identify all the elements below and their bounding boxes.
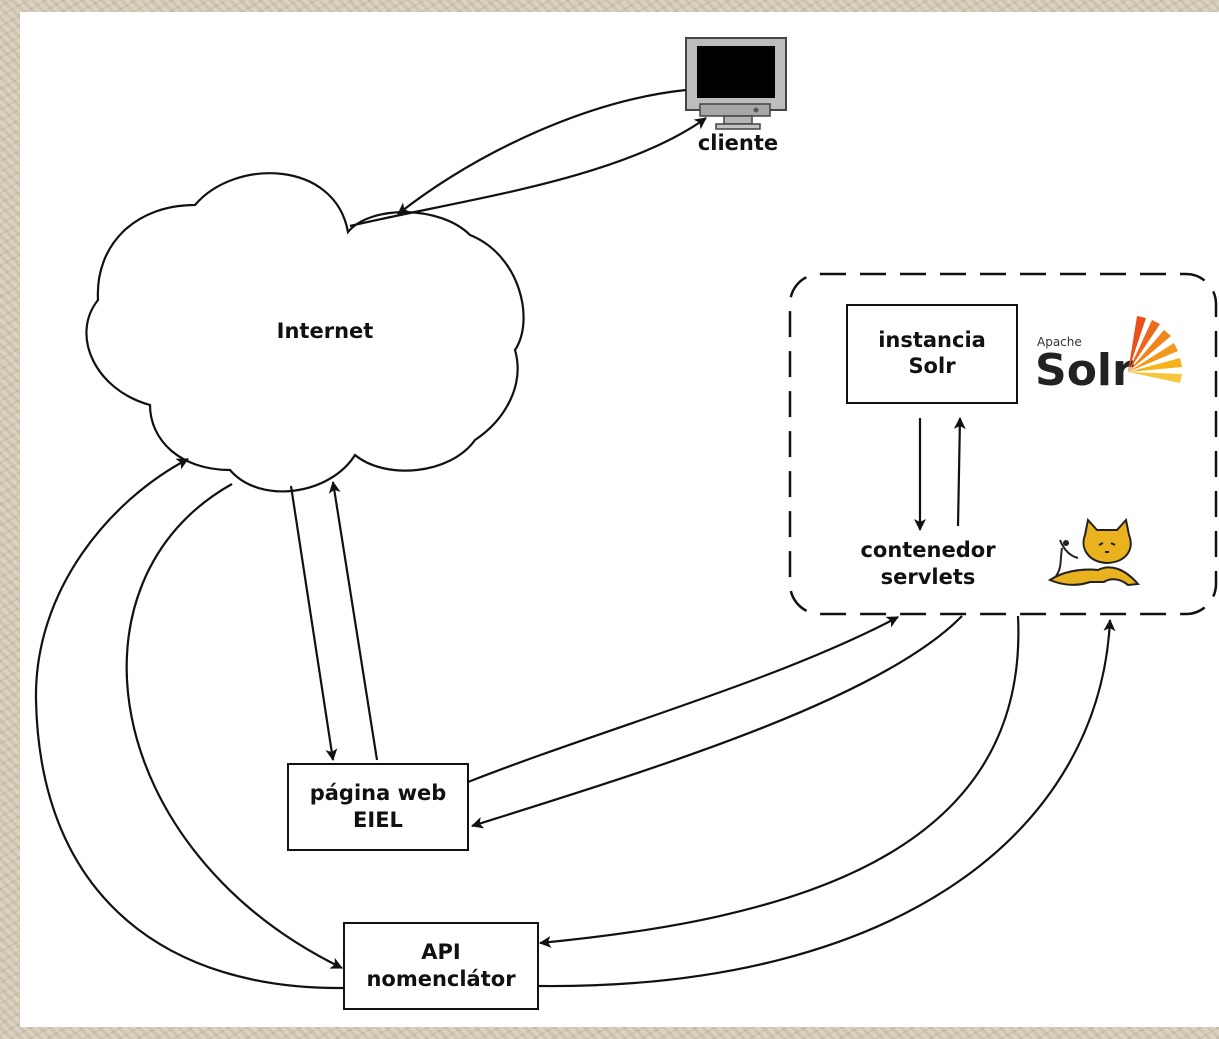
solr-server-group [788,272,1218,616]
arrow-api-to-servlets [537,619,1116,988]
arrow-servlets-to-solr [953,417,966,527]
solr-instance-label-line1: instancia [878,328,986,352]
solr-instance-label-line2: Solr [908,354,956,378]
solr-logo: Apache Solr [1035,316,1182,396]
web-page-box [287,763,469,851]
internet-cloud [85,172,525,493]
tomcat-cat-icon [1047,517,1141,587]
solr-sunburst-icon [1128,316,1182,383]
arrow-internet-to-api [125,483,343,969]
arrow-api-to-internet [34,458,345,990]
arrow-web-page-to-servlets [467,616,899,784]
solr-logo-apache-text: Apache [1037,335,1082,349]
api-label-line1: API [421,940,460,964]
arrow-internet-to-web-page [289,485,338,761]
api-box [343,922,539,1010]
arrow-internet-to-client [349,117,707,228]
client-label: cliente [698,131,778,155]
api-label-line2: nomenclátor [366,967,516,991]
arrow-web-page-to-internet [328,481,379,761]
web-page-label-line2: EIEL [353,808,403,832]
servlet-container-label-line2: servlets [881,565,976,589]
solr-logo-text: Solr [1035,345,1134,396]
arrow-client-to-internet [397,88,687,215]
arrow-servlets-to-api [539,615,1020,948]
internet-label: Internet [277,319,374,343]
arrow-servlets-to-web-page [471,615,963,829]
diagram-canvas [20,12,1219,1027]
web-page-label-line1: página web [310,781,447,805]
servlet-container-label-line1: contenedor [860,538,996,562]
solr-instance-box [846,304,1018,404]
monitor-icon [685,37,787,130]
